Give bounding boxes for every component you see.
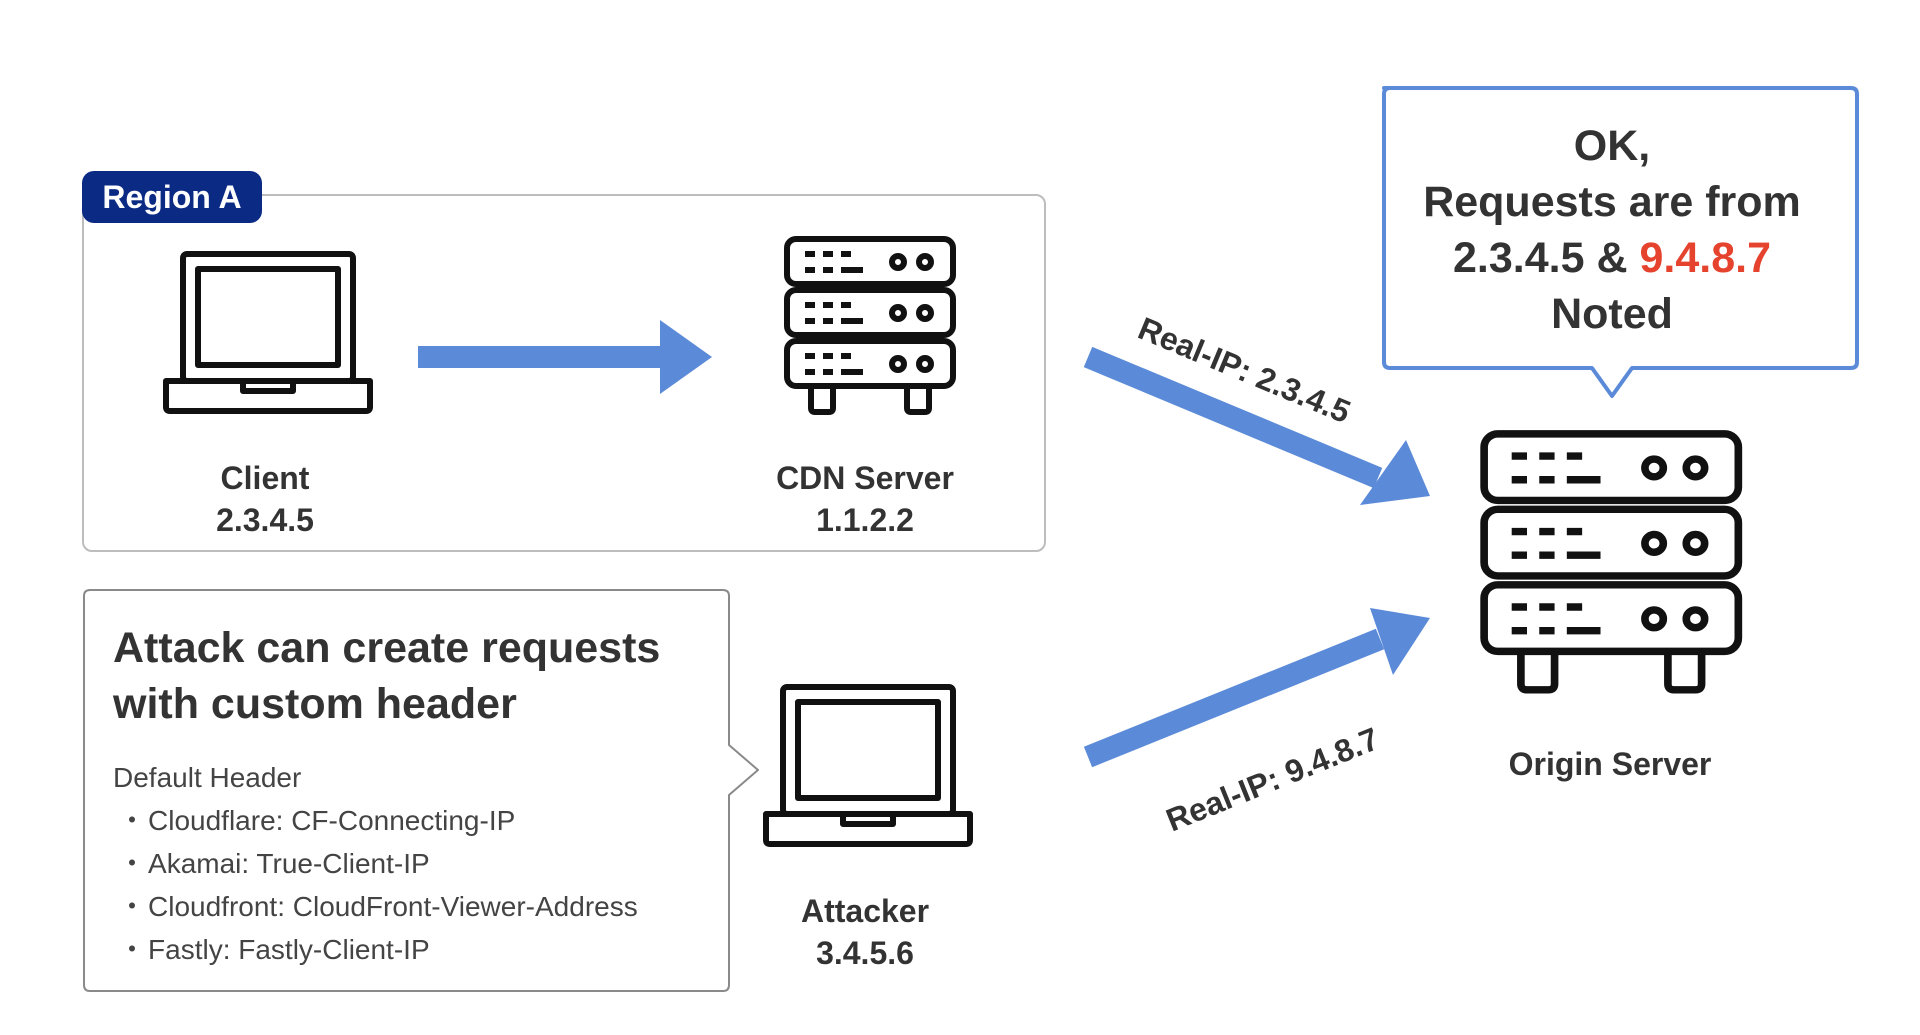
callout-line-requests: Requests are from <box>1423 178 1801 226</box>
server-icon <box>784 236 956 415</box>
callout-line-noted: Noted <box>1551 290 1673 338</box>
callout-line-ok: OK, <box>1573 122 1651 170</box>
attacker-label: Attacker 3.4.5.6 <box>765 890 965 974</box>
header-item: Fastly: Fastly-Client-IP <box>118 928 638 971</box>
default-header-title: Default Header <box>113 762 302 793</box>
header-item: Akamai: True-Client-IP <box>118 842 638 885</box>
laptop-icon <box>763 684 973 847</box>
client-label: Client 2.3.4.5 <box>165 457 365 541</box>
attack-title-line2: with custom header <box>113 680 517 728</box>
region-tag: Region A <box>82 171 262 223</box>
cdn-to-origin-arrow <box>1083 346 1430 505</box>
attack-title-line1: Attack can create requests <box>113 624 661 672</box>
callout-ip-spoofed: 9.4.8.7 <box>1639 234 1771 282</box>
header-item: Cloudfront: CloudFront-Viewer-Address <box>118 885 638 928</box>
default-header-list: Cloudflare: CF-Connecting-IP Akamai: Tru… <box>118 799 638 971</box>
attacker-to-origin-arrow <box>1083 608 1430 768</box>
cdn-label: CDN Server 1.1.2.2 <box>745 457 985 541</box>
attacker-name: Attacker <box>800 893 930 929</box>
origin-label: Origin Server <box>1508 746 1712 782</box>
client-ip: 2.3.4.5 <box>216 502 314 538</box>
origin-callout-bubble <box>1382 86 1859 398</box>
callout-line-ips: 2.3.4.5 & 9.4.8.7 <box>1382 230 1842 286</box>
server-icon <box>1480 430 1743 694</box>
laptop-icon <box>163 251 373 414</box>
cdn-name: CDN Server <box>776 460 954 496</box>
header-item: Cloudflare: CF-Connecting-IP <box>118 799 638 842</box>
origin-callout-text: OK, Requests are from 2.3.4.5 & 9.4.8.7 … <box>1382 118 1842 342</box>
callout-ip-legit: 2.3.4.5 <box>1453 234 1585 282</box>
region-a-box <box>82 194 1046 552</box>
client-name: Client <box>220 460 310 496</box>
callout-amp: & <box>1596 234 1628 282</box>
attacker-ip: 3.4.5.6 <box>816 935 914 971</box>
attack-callout-title: Attack can create requests with custom h… <box>113 620 713 732</box>
cdn-ip: 1.1.2.2 <box>816 502 914 538</box>
client-to-cdn-arrow <box>418 320 712 394</box>
